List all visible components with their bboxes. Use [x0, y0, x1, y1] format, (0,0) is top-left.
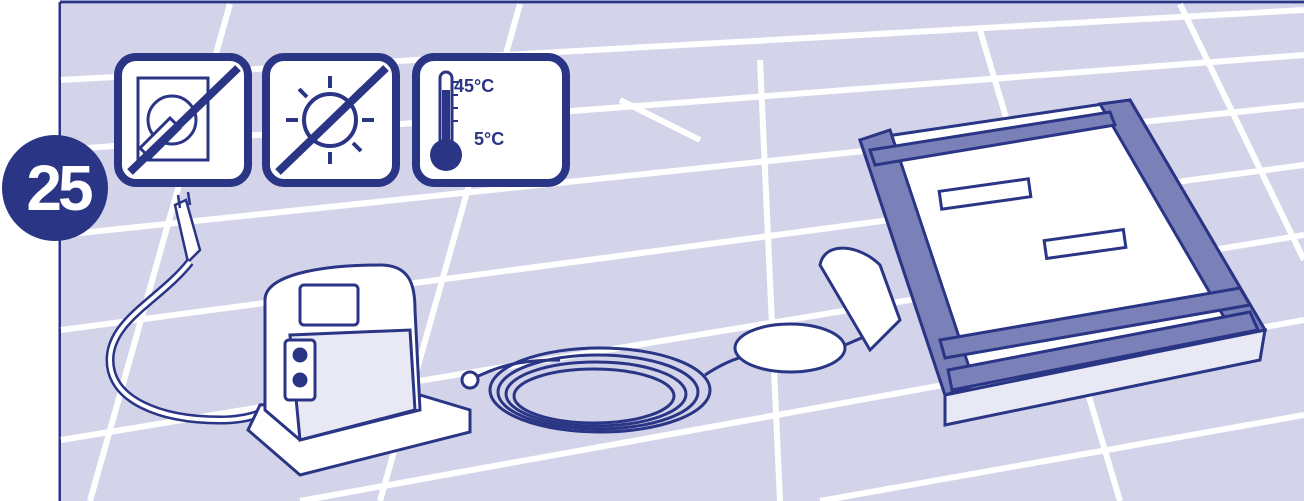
max-temperature-label: 45°C — [454, 76, 494, 97]
no-power-outlet-icon — [118, 57, 248, 183]
no-sunlight-icon — [266, 57, 396, 183]
step-number: 25 — [10, 148, 106, 228]
min-temperature-label: 5°C — [474, 129, 504, 150]
